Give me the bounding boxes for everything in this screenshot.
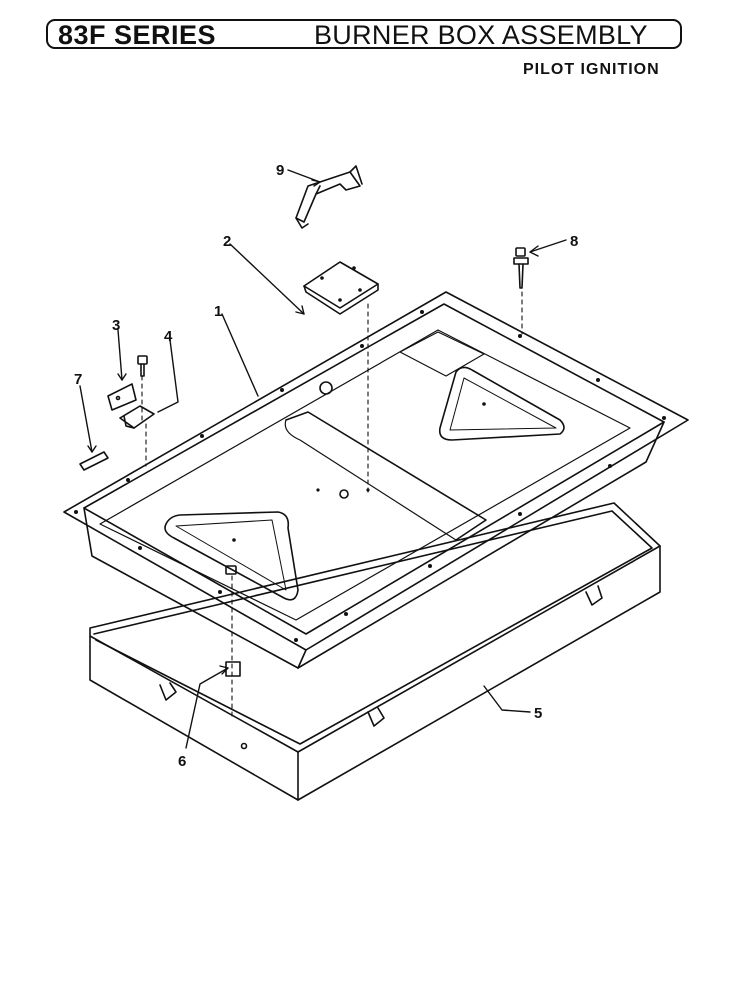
assembly-title: BURNER BOX ASSEMBLY: [314, 20, 648, 50]
callout-9: 9: [276, 162, 284, 179]
electrode-part-7: [79, 451, 109, 471]
callout-7: 7: [74, 371, 82, 388]
plate-part-2: [303, 261, 379, 315]
title-frame: [46, 19, 682, 49]
callout-1: 1: [214, 303, 222, 320]
series-title: 83F SERIES: [58, 20, 217, 50]
nut-part-6: [225, 661, 241, 677]
screw-part-3: [137, 355, 148, 377]
lower-box-part-5: [89, 502, 661, 801]
alignment-lines: [141, 291, 523, 717]
burner-box-part-1: [63, 291, 689, 669]
bracket-part-4: [119, 405, 155, 429]
screw-part-8: [513, 247, 529, 289]
bracket-part-3: [107, 383, 137, 411]
screw-part-6: [225, 565, 237, 575]
callout-4: 4: [164, 328, 173, 345]
callout-2: 2: [223, 233, 231, 250]
ignition-subtitle: PILOT IGNITION: [523, 61, 660, 78]
bracket-part-9: [295, 165, 363, 229]
callout-5: 5: [534, 705, 542, 722]
callout-8: 8: [570, 233, 578, 250]
callout-6: 6: [178, 753, 186, 770]
leader-lines: [79, 169, 567, 749]
callout-3: 3: [112, 317, 120, 334]
